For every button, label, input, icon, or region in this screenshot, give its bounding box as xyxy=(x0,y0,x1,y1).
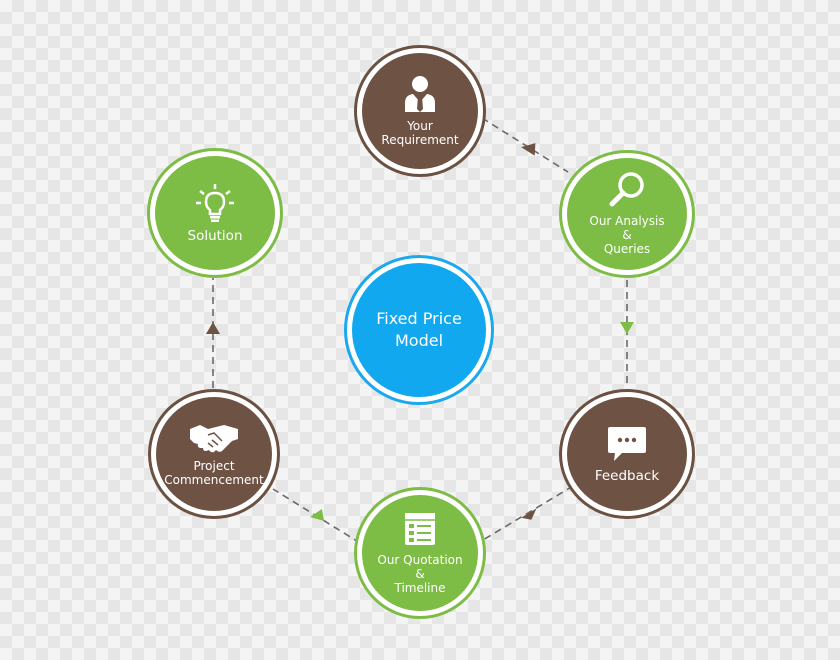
node-solution: Solution xyxy=(147,148,283,278)
node-label: Project xyxy=(193,459,235,473)
node-feedback: Feedback xyxy=(559,389,695,519)
checklist-icon xyxy=(405,513,435,545)
node-our-quotation: Our Quotation & Timeline xyxy=(354,487,486,619)
node-your-requirement: Your Requirement xyxy=(354,45,486,177)
node-label: & xyxy=(622,228,632,242)
connector-feedback-quotation xyxy=(477,485,574,544)
node-our-analysis: Our Analysis & Queries xyxy=(559,150,695,278)
user-tie-icon xyxy=(405,76,435,112)
node-label: Your xyxy=(407,119,433,133)
arrow-head xyxy=(310,509,324,521)
search-icon xyxy=(609,172,644,207)
node-label: Our Analysis xyxy=(589,214,665,228)
center-title-line: Model xyxy=(394,331,444,350)
arrow-head xyxy=(206,322,220,334)
node-label: Our Quotation xyxy=(377,553,463,567)
node-label: Timeline xyxy=(394,581,446,595)
node-label: & xyxy=(415,567,425,581)
node-label: Queries xyxy=(603,242,651,256)
connector-requirement-analysis xyxy=(481,117,569,173)
node-label: Commencement xyxy=(164,473,264,487)
arrow-head xyxy=(620,322,634,334)
handshake-icon xyxy=(189,423,239,453)
node-label: Solution xyxy=(187,228,243,244)
center-node-fixed-price-model: Fixed Price Model xyxy=(344,255,494,405)
lightbulb-icon xyxy=(196,184,234,222)
chat-bubble-icon xyxy=(608,427,646,461)
node-label: Feedback xyxy=(594,468,660,484)
node-project-commencement: Project Commencement xyxy=(148,389,280,519)
node-label: Requirement xyxy=(381,133,459,147)
arrow-head xyxy=(521,508,537,520)
center-title-line: Fixed Price xyxy=(376,309,462,328)
arrow-head xyxy=(521,143,536,156)
